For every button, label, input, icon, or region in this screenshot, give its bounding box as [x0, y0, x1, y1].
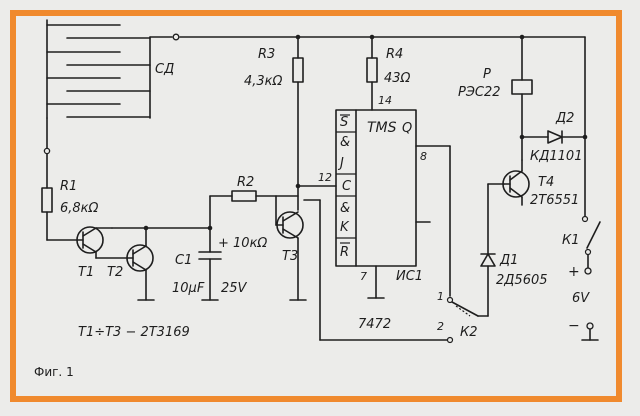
c1-name: C1: [175, 253, 192, 268]
figure-caption: Фиг. 1: [34, 365, 74, 379]
t4-label: T4: [538, 175, 554, 190]
switch-k1: [586, 221, 601, 249]
d2-name: Д2: [555, 111, 574, 126]
pin-12-label: 12: [318, 171, 332, 184]
k2-label: К2: [460, 325, 478, 340]
switch-pos-1: 1: [437, 290, 444, 303]
ic-pin-r: R: [340, 245, 349, 260]
r3-name: R3: [258, 47, 275, 62]
plus-sign: +: [568, 264, 580, 280]
ic-reference: ИС1: [396, 269, 423, 284]
transistor-note: T1÷T3 − 2T3169: [78, 325, 190, 340]
plus-terminal: [584, 267, 592, 275]
r3-value: 4,3кΩ: [244, 74, 283, 89]
c1-voltage: 25V: [221, 281, 248, 296]
t2-label: T2: [107, 265, 123, 280]
switch-k2: [451, 301, 489, 317]
transistor-t2: [126, 227, 155, 301]
minus-sign: −: [568, 318, 580, 334]
transistor-t3: [275, 195, 307, 301]
relay-type: РЭС22: [458, 85, 501, 100]
d1-type: 2Д5605: [496, 273, 548, 288]
r2-value: + 10кΩ: [218, 236, 267, 251]
relay-name: P: [483, 67, 491, 82]
ic-title: TMS: [367, 120, 397, 136]
transistor-t1: [76, 226, 128, 259]
diode-d2: [547, 130, 563, 144]
orange-frame: [10, 10, 622, 402]
ic-pin-and-j: &: [340, 135, 350, 150]
r2-name: R2: [237, 175, 254, 190]
supply-voltage: 6V: [572, 291, 590, 306]
ic-pin-c: C: [342, 179, 352, 194]
diode-d1: [480, 253, 496, 267]
d2-type: КД1101: [530, 149, 582, 164]
c1-value: 10μF: [172, 281, 205, 296]
pin-7-label: 7: [360, 270, 367, 283]
ic-pin-s: S: [340, 115, 348, 130]
r4-value: 43Ω: [384, 71, 411, 86]
r4-name: R4: [386, 47, 403, 62]
transistor-t4: [502, 159, 530, 206]
r1-name: R1: [60, 179, 77, 194]
ic-pin-and-k: &: [340, 201, 350, 216]
ic-pin-j: J: [337, 156, 344, 171]
k1-label: К1: [562, 233, 580, 248]
t1-label: T1: [78, 265, 94, 280]
ic-output-q: Q: [402, 121, 412, 136]
switch-pos-2: 2: [437, 320, 444, 333]
terminal-sensor: [172, 33, 180, 41]
ic-part-number: 7472: [358, 317, 391, 332]
pin-8-label: 8: [420, 150, 427, 163]
t4-type: 2T6551: [530, 193, 579, 208]
pin-14-label: 14: [378, 94, 392, 107]
sensor-electrodes: [46, 19, 151, 119]
t3-label: T3: [282, 249, 298, 264]
ic-pin-k: K: [340, 220, 350, 235]
r1-value: 6,8кΩ: [60, 201, 99, 216]
d1-name: Д1: [499, 253, 518, 268]
sensor-label: СД: [155, 62, 174, 77]
